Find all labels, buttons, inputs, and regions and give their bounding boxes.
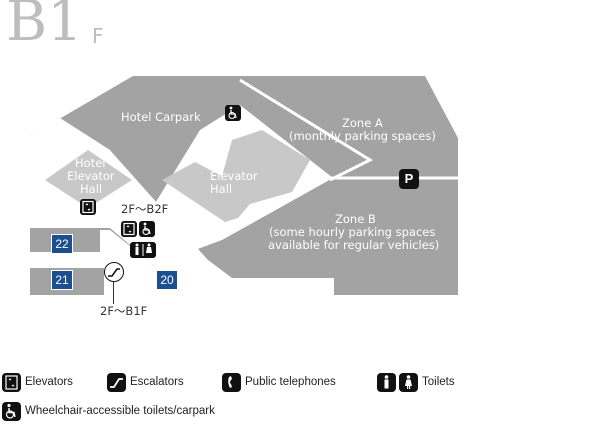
wheelchair-icon (2, 401, 21, 421)
driveway-lower (30, 252, 100, 262)
elevator-hall-line2: Hall (210, 182, 233, 196)
elevator-icon (2, 372, 21, 392)
wheelchair-icon (225, 105, 241, 121)
elevator-hall-line1: Elevator (210, 169, 258, 183)
zone-a-divider (239, 78, 374, 182)
male-toilet-icon (377, 372, 396, 392)
lower-lane (30, 230, 183, 295)
hotel-elevator-hall-line3: Hall (80, 182, 103, 196)
escalator-range-lower: 2F～B1F (100, 304, 148, 318)
elevator-hall (162, 130, 310, 222)
escalator-icon (104, 262, 124, 282)
elevator-icon (121, 221, 137, 237)
female-toilet-icon (399, 372, 418, 392)
hotel-elevator-hall-line1: Hotel (75, 156, 106, 170)
legend-elevators-label: Elevators (25, 376, 73, 388)
legend-toilets: Toilets (377, 372, 455, 392)
legend-toilets-label: Toilets (422, 376, 455, 388)
parking-icon: P (399, 169, 419, 189)
floor-title: B1 (6, 0, 83, 54)
zone-b-note-line1: (some hourly parking spaces (269, 225, 436, 239)
zone-a-note: (monthly parking spaces) (289, 129, 436, 143)
legend-escalators: Escalators (107, 372, 184, 392)
wheelchair-icon (139, 221, 155, 237)
toilets-icon (130, 242, 156, 258)
gate-20-badge: 20 (156, 270, 178, 290)
phone-icon (222, 372, 241, 392)
zone-b-note-line2: available for regular vehicles) (268, 238, 440, 252)
hotel-elevator-hall-line2: Elevator (67, 169, 115, 183)
elevator-icon (80, 199, 96, 215)
legend-public-telephones-label: Public telephones (245, 376, 336, 388)
legend-escalators-label: Escalators (130, 376, 184, 388)
floor-suffix: F (92, 24, 104, 48)
escalator-icon (107, 372, 126, 392)
hotel-carpark-label: Hotel Carpark (121, 110, 201, 124)
legend-public-telephones: Public telephones (222, 372, 336, 392)
legend-wheelchair-label: Wheelchair-accessible toilets/carpark (25, 405, 215, 417)
gate-22-badge: 22 (51, 234, 73, 254)
hotel-elevator-hall (45, 150, 132, 208)
elevator-range-upper: 2F～B2F (121, 202, 169, 216)
zone-b-label: Zone B (335, 212, 376, 226)
zone-a-label: Zone A (342, 116, 383, 130)
gate-21-badge: 21 (51, 270, 73, 290)
escalator-pointer-line (113, 282, 114, 304)
legend-wheelchair: Wheelchair-accessible toilets/carpark (2, 401, 215, 421)
legend-elevators: Elevators (2, 372, 73, 392)
